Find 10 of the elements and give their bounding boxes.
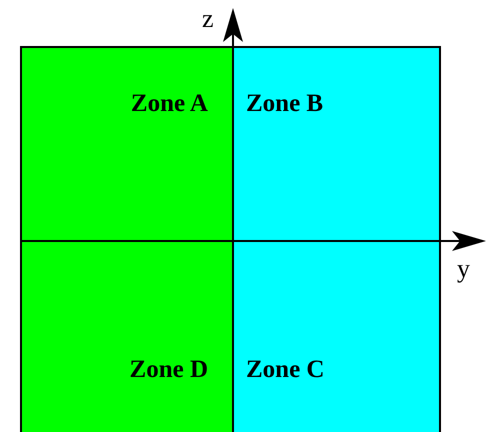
zone-label: Zone D [130, 356, 208, 384]
zone-label: Zone C [246, 356, 324, 384]
zone-box [20, 46, 234, 242]
axis-label: z [202, 4, 214, 34]
zone-label: Zone B [246, 90, 324, 118]
zone-box [20, 240, 234, 432]
axis-label: y [457, 254, 470, 284]
zone-label: Zone A [130, 90, 208, 118]
zone-box [232, 46, 441, 242]
zone-box [232, 240, 441, 432]
